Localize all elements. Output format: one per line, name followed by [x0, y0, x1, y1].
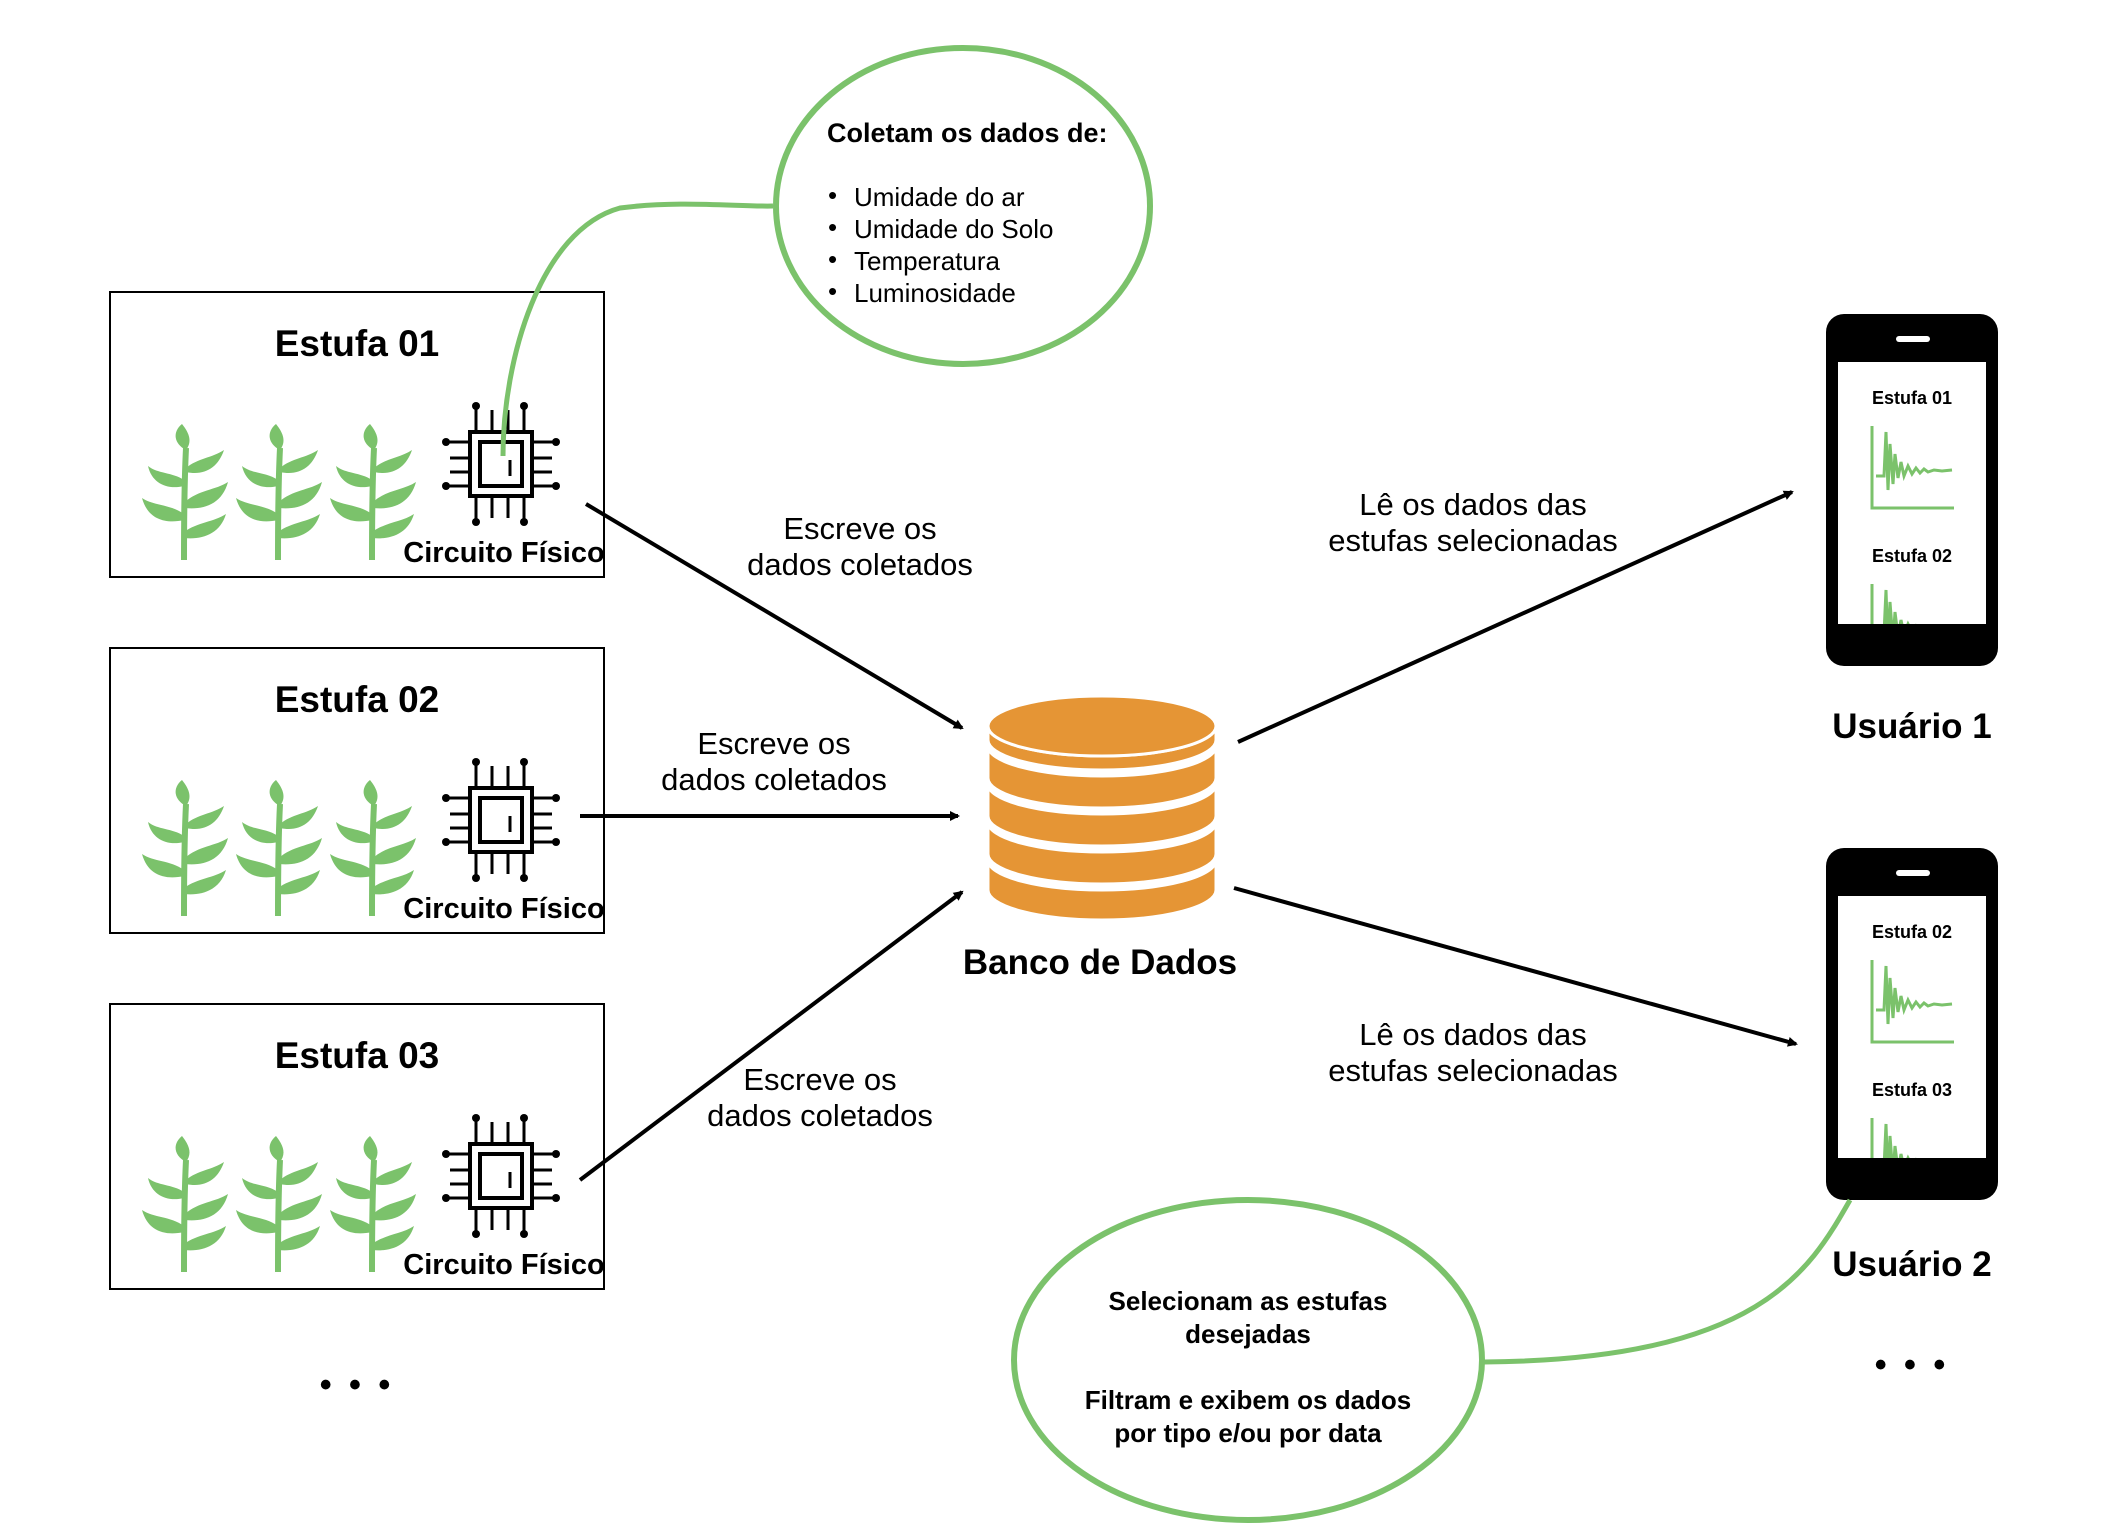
greenhouses-ellipsis: • • • — [320, 1366, 395, 1404]
greenhouse-title: Estufa 01 — [275, 323, 440, 364]
svg-text:dados coletados: dados coletados — [661, 762, 887, 797]
greenhouse-1: Estufa 01 Circuito Físico — [109, 291, 605, 578]
svg-text:Escreve os: Escreve os — [697, 726, 850, 761]
collect-list: • Umidade do ar • Umidade do Solo • Temp… — [828, 180, 1053, 308]
user-bubble-text: Filtram e exibem os dados — [1085, 1385, 1412, 1415]
greenhouse-3: Estufa 03 Circuito Físico — [109, 1003, 605, 1290]
greenhouse-title: Estufa 02 — [275, 679, 440, 720]
label-read-2: Lê os dados das estufas selecionadas — [1328, 1017, 1618, 1088]
svg-text:Lê os dados das: Lê os dados das — [1359, 487, 1587, 522]
greenhouse-2: Estufa 02 Circuito Físico — [109, 647, 605, 934]
svg-text:•: • — [828, 212, 837, 242]
svg-text:•: • — [828, 244, 837, 274]
circuit-label: Circuito Físico — [403, 893, 604, 925]
label-write-3: Escreve os dados coletados — [707, 1062, 933, 1133]
bubble-connector — [500, 201, 774, 457]
circuit-label: Circuito Físico — [403, 537, 604, 569]
phone-screen-title: Estufa 02 — [1872, 922, 1952, 942]
svg-text:•: • — [828, 276, 837, 306]
circuit-label: Circuito Físico — [403, 1249, 604, 1281]
user-bubble-text: por tipo e/ou por data — [1114, 1418, 1382, 1448]
arrow-write-3 — [578, 890, 964, 1182]
greenhouse-title: Estufa 03 — [275, 1035, 440, 1076]
svg-text:Lê os dados das: Lê os dados das — [1359, 1017, 1587, 1052]
arrow-write-1 — [584, 502, 964, 730]
label-write-2: Escreve os dados coletados — [661, 726, 887, 797]
label-read-1: Lê os dados das estufas selecionadas — [1328, 487, 1618, 558]
database-label: Banco de Dados — [963, 943, 1237, 982]
svg-text:Escreve os: Escreve os — [743, 1062, 896, 1097]
collect-bubble-title: Coletam os dados de: — [827, 118, 1108, 148]
user-2-label: Usuário 2 — [1832, 1245, 1992, 1284]
user-bubble-text: Selecionam as estufas — [1109, 1286, 1388, 1316]
phone-user-1: Estufa 01 Estufa 02 — [1826, 314, 1998, 666]
arrow-read-1 — [1237, 490, 1794, 744]
svg-text:dados coletados: dados coletados — [707, 1098, 933, 1133]
phone-user-2: Estufa 02 Estufa 03 — [1826, 848, 1998, 1200]
svg-text:estufas selecionadas: estufas selecionadas — [1328, 1053, 1618, 1088]
collect-item: Luminosidade — [854, 278, 1016, 308]
bubble-connector — [1483, 1198, 1853, 1365]
phone-screen-title: Estufa 03 — [1872, 1080, 1952, 1100]
phone-screen-title: Estufa 02 — [1872, 546, 1952, 566]
user-1-label: Usuário 1 — [1832, 707, 1992, 746]
user-bubble: Selecionam as estufas desejadas Filtram … — [1011, 1197, 1485, 1523]
users-ellipsis: • • • — [1875, 1346, 1950, 1384]
svg-text:estufas selecionadas: estufas selecionadas — [1328, 523, 1618, 558]
svg-text:Escreve os: Escreve os — [783, 511, 936, 546]
collect-item: Umidade do ar — [854, 182, 1025, 212]
svg-text:•: • — [828, 180, 837, 210]
phone-screen-title: Estufa 01 — [1872, 388, 1952, 408]
svg-text:dados coletados: dados coletados — [747, 547, 973, 582]
database-icon — [986, 694, 1218, 922]
collect-item: Umidade do Solo — [854, 214, 1053, 244]
label-write-1: Escreve os dados coletados — [747, 511, 973, 582]
collect-bubble: Coletam os dados de: • Umidade do ar • U… — [773, 45, 1153, 367]
arrow-read-2 — [1233, 886, 1798, 1047]
user-bubble-text: desejadas — [1185, 1319, 1311, 1349]
collect-item: Temperatura — [854, 246, 1000, 276]
